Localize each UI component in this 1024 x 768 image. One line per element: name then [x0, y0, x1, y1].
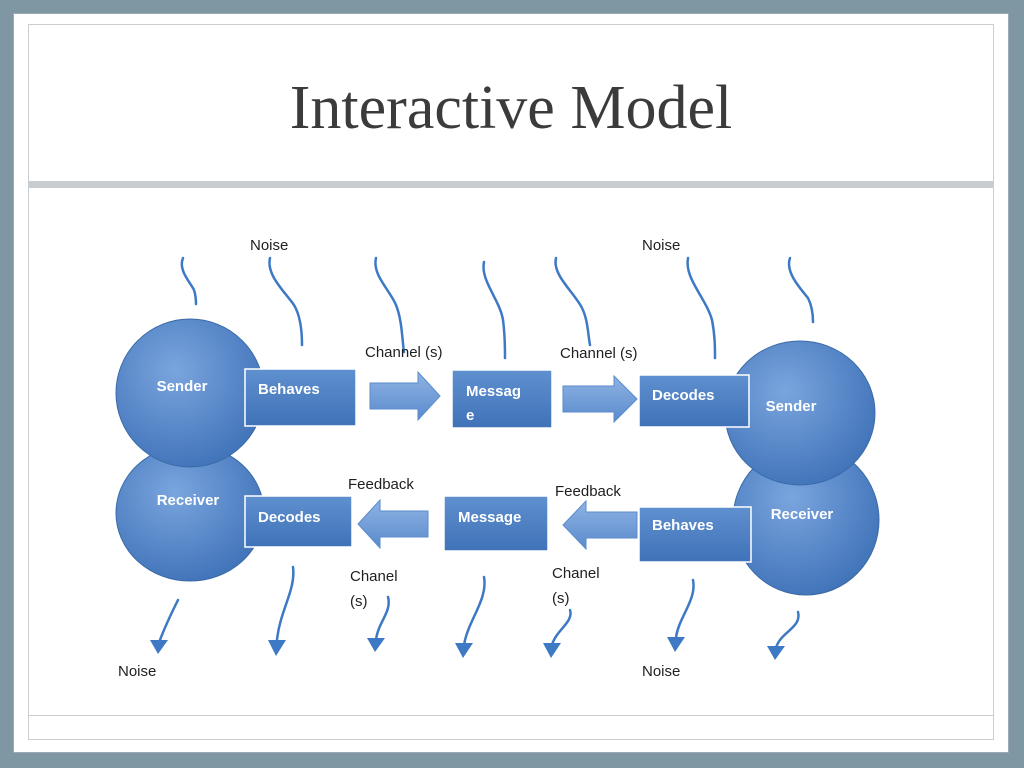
noise-squiggle-top-1 — [180, 256, 198, 306]
right-receiver-label: Receiver — [771, 506, 834, 523]
top-decodes-box: Decodes — [638, 374, 750, 428]
bottom-message-box: Message — [443, 495, 549, 552]
noise-label-top-left: Noise — [250, 237, 288, 254]
noise-arrowhead-3 — [367, 638, 385, 652]
footer-divider — [29, 715, 993, 716]
noise-squiggles-bottom — [158, 565, 800, 650]
top-decodes-label: Decodes — [652, 387, 715, 404]
noise-squiggle-bottom-6 — [674, 578, 695, 640]
noise-squiggle-bottom-2 — [275, 565, 295, 642]
left-sender-node: Sender — [115, 318, 265, 468]
top-message-box: Messag e — [451, 369, 553, 429]
feedback-label-1: Feedback — [348, 476, 414, 493]
arrow-message-to-decodes-feedback — [357, 498, 429, 550]
arrow-message-to-decodes — [562, 374, 638, 424]
top-message-label-line2: e — [466, 407, 474, 424]
bottom-message-label: Message — [458, 509, 521, 526]
top-behaves-label: Behaves — [258, 381, 320, 398]
arrow-behaves-to-message — [369, 370, 441, 422]
noise-squiggle-top-5 — [554, 256, 592, 347]
noise-label-bottom-left: Noise — [118, 663, 156, 680]
chanel-label-2-line1: Chanel — [552, 565, 600, 582]
slide-title: Interactive Model — [289, 74, 733, 142]
noise-label-bottom-right: Noise — [642, 663, 680, 680]
noise-arrowhead-4 — [455, 643, 473, 658]
noise-squiggle-top-6 — [686, 256, 717, 360]
slide-frame: Interactive Model — [28, 24, 994, 740]
arrow-behaves-to-message-feedback — [562, 499, 638, 551]
noise-squiggles-top — [180, 256, 815, 360]
noise-arrowhead-1 — [150, 640, 168, 654]
right-sender-node: Sender — [724, 340, 876, 486]
top-behaves-box: Behaves — [244, 368, 357, 427]
noise-squiggle-bottom-3 — [374, 595, 390, 642]
right-sender-label: Sender — [766, 398, 817, 415]
bottom-decodes-label: Decodes — [258, 509, 321, 526]
noise-label-top-right: Noise — [642, 237, 680, 254]
noise-squiggle-top-7 — [787, 256, 815, 324]
noise-squiggle-top-2 — [268, 256, 304, 347]
noise-arrowhead-6 — [667, 637, 685, 652]
bottom-behaves-box: Behaves — [638, 506, 752, 563]
chanel-label-2-line2: (s) — [552, 590, 570, 607]
noise-squiggle-bottom-7 — [774, 610, 800, 650]
channel-label-2: Channel (s) — [560, 345, 638, 362]
noise-arrowhead-2 — [268, 640, 286, 656]
channel-label-1: Channel (s) — [365, 344, 443, 361]
chanel-label-1-line1: Chanel — [350, 568, 398, 585]
noise-squiggle-bottom-4 — [462, 575, 486, 647]
chanel-label-1-line2: (s) — [350, 593, 368, 610]
title-area: Interactive Model — [29, 25, 993, 181]
noise-squiggle-top-4 — [482, 260, 507, 360]
noise-arrowhead-5 — [543, 643, 561, 658]
left-sender-label: Sender — [157, 378, 208, 395]
top-message-label-line1: Messag — [466, 383, 521, 400]
noise-arrowhead-7 — [767, 646, 785, 660]
bottom-behaves-label: Behaves — [652, 517, 714, 534]
noise-arrowheads-bottom — [150, 637, 785, 660]
left-receiver-label: Receiver — [157, 492, 220, 509]
bottom-decodes-box: Decodes — [244, 495, 353, 548]
noise-squiggle-top-3 — [374, 256, 406, 354]
title-divider — [29, 181, 993, 188]
noise-squiggle-bottom-5 — [550, 608, 572, 647]
noise-squiggle-bottom-1 — [158, 598, 180, 642]
feedback-label-2: Feedback — [555, 483, 621, 500]
